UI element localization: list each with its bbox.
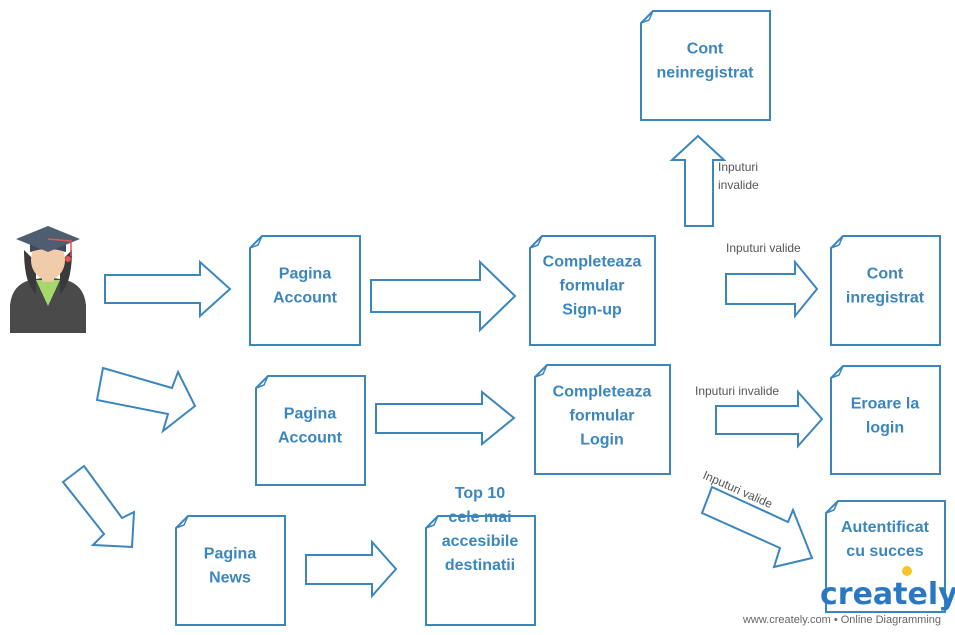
- node-label: Eroare la login: [851, 396, 920, 437]
- text-line: cu succes: [846, 543, 923, 560]
- arrow-signup-to-cont-neinregistrat: [669, 134, 727, 227]
- arrow-login-to-eroare: [715, 389, 824, 449]
- node-label: Cont neinregistrat: [657, 41, 755, 82]
- arrow-actor-to-news: [61, 464, 136, 549]
- node-autentificat: Autentificat cu succes: [825, 500, 946, 613]
- text-line: Cont: [687, 41, 724, 58]
- text-line: Login: [580, 432, 624, 449]
- creately-logo: creately: [820, 566, 955, 612]
- text-line: formular: [560, 278, 625, 295]
- text-line: neinregistrat: [657, 65, 755, 82]
- text-line: cele mai: [448, 509, 511, 526]
- text-line: Pagina: [204, 546, 257, 563]
- edge-label-signup-invalid: Inputuri invalide: [718, 160, 759, 192]
- node-top10: Top 10 cele mai accesibile destinatii: [425, 485, 536, 626]
- arrow-actor-to-account-signup: [104, 259, 232, 319]
- svg-text:creately: creately: [820, 577, 955, 612]
- text-line: accesibile: [442, 533, 519, 550]
- edge-label-login-invalid: Inputuri invalide: [695, 384, 779, 398]
- text-line: login: [866, 420, 904, 437]
- arrow-login-to-autentificat: [700, 485, 814, 569]
- text-line: Eroare la: [851, 396, 920, 413]
- text-line: News: [209, 570, 251, 587]
- text-line: formular: [570, 408, 635, 425]
- lightbulb-icon: [902, 566, 912, 576]
- text-line: invalide: [718, 178, 759, 192]
- text-line: Account: [278, 430, 343, 447]
- text-line: Pagina: [279, 266, 332, 283]
- edge-label-signup-valid: Inputuri valide: [726, 241, 801, 255]
- footer-credit: www.creately.com • Online Diagramming: [742, 614, 941, 626]
- node-label: Autentificat cu succes: [841, 519, 930, 560]
- node-cont-inregistrat: Cont inregistrat: [830, 235, 941, 346]
- text-line: Completeaza: [543, 254, 642, 271]
- graduate-student-icon: [10, 226, 86, 333]
- arrow-news-to-top10: [305, 539, 398, 599]
- text-line: Top 10: [455, 485, 505, 502]
- text-line: Inputuri: [718, 160, 758, 174]
- arrow-account-to-login-form: [375, 389, 516, 447]
- node-eroare-login: Eroare la login: [830, 365, 941, 475]
- text-line: Account: [273, 290, 338, 307]
- arrow-signup-to-cont-inregistrat: [725, 259, 819, 319]
- node-label: Cont inregistrat: [846, 266, 925, 307]
- text-line: Autentificat: [841, 519, 930, 536]
- node-cont-neinregistrat: Cont neinregistrat: [640, 10, 771, 121]
- text-line: Pagina: [284, 406, 337, 423]
- text-line: Completeaza: [553, 384, 652, 401]
- text-line: inregistrat: [846, 290, 925, 307]
- text-line: Sign-up: [562, 302, 622, 319]
- arrow-actor-to-account-login: [95, 366, 197, 434]
- node-label: Top 10 cele mai accesibile destinatii: [442, 485, 519, 574]
- arrow-account-to-signup-form: [370, 259, 517, 333]
- text-line: Cont: [867, 266, 904, 283]
- text-line: destinatii: [445, 557, 515, 574]
